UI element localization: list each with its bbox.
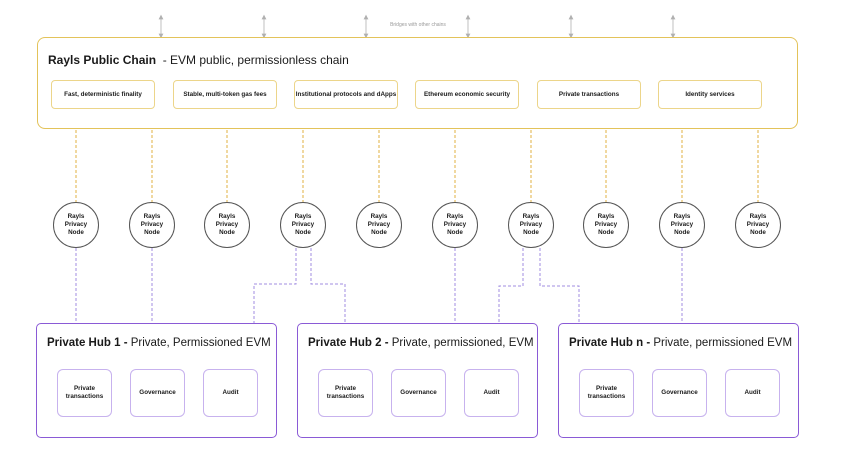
- feature-protocols: Institutional protocols and dApps: [294, 80, 398, 109]
- private-hub-3: Private Hub n - Private, permissioned EV…: [558, 323, 799, 438]
- hub-item-label: Governance: [400, 388, 437, 396]
- hub-heading: Private Hub 1 - Private, Permissioned EV…: [47, 337, 271, 349]
- feature-identity: Identity services: [658, 80, 762, 109]
- hub-subtitle: Private, permissioned EVM: [650, 337, 793, 349]
- hub-item-audit: Audit: [464, 369, 519, 417]
- feature-gas-fees: Stable, multi-token gas fees: [173, 80, 277, 109]
- hub-item-label: Governance: [139, 388, 176, 396]
- private-hub-1: Private Hub 1 - Private, Permissioned EV…: [36, 323, 277, 438]
- hub-title: Private Hub 1 -: [47, 337, 128, 349]
- hub-item-label: Audit: [222, 388, 239, 396]
- hub-item-label: Audit: [483, 388, 500, 396]
- public-chain-box: Rayls Public Chain - EVM public, permiss…: [37, 37, 798, 129]
- hub-item-governance: Governance: [652, 369, 707, 417]
- hub-title: Private Hub 2 -: [308, 337, 389, 349]
- private-connector: [310, 248, 346, 323]
- private-hub-2: Private Hub 2 - Private, permissioned, E…: [297, 323, 538, 438]
- feature-finality: Fast, deterministic finality: [51, 80, 155, 109]
- hub-title: Private Hub n -: [569, 337, 651, 349]
- hub-item-governance: Governance: [391, 369, 446, 417]
- hub-subtitle: Private, Permissioned EVM: [127, 337, 271, 349]
- feature-security: Ethereum economic security: [415, 80, 519, 109]
- bridges-label: Bridges with other chains: [390, 22, 446, 28]
- public-chain-title: Rayls Public Chain: [48, 53, 157, 67]
- private-connector: [253, 248, 297, 323]
- feature-private-transactions: Private transactions: [537, 80, 641, 109]
- private-connector: [498, 248, 524, 323]
- public-chain-subtitle: - EVM public, permissionless chain: [162, 53, 349, 67]
- hub-item-audit: Audit: [203, 369, 258, 417]
- hub-heading: Private Hub n - Private, permissioned EV…: [569, 337, 792, 349]
- public-chain-heading: Rayls Public Chain - EVM public, permiss…: [48, 53, 349, 67]
- hub-item-label: Audit: [744, 388, 761, 396]
- hub-subtitle: Private, permissioned, EVM: [388, 337, 534, 349]
- hub-heading: Private Hub 2 - Private, permissioned, E…: [308, 337, 534, 349]
- private-connector: [539, 248, 580, 323]
- hub-item-label: Governance: [661, 388, 698, 396]
- hub-item-audit: Audit: [725, 369, 780, 417]
- hub-item-governance: Governance: [130, 369, 185, 417]
